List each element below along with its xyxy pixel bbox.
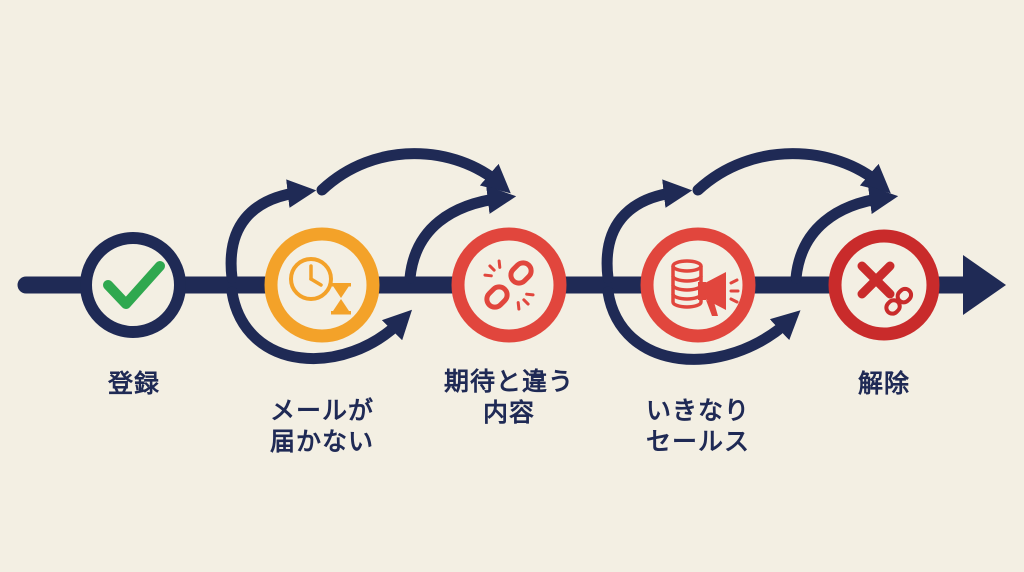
step-register [80,232,186,338]
step-unsubscribe [828,229,940,341]
step-sudden-sales [640,227,756,343]
loop-arrow-inner-2 [790,185,899,284]
timeline-arrowhead-icon [963,255,1006,315]
check-icon [103,261,165,309]
loop-arrow-lower [226,286,413,364]
label-step-4: いきなり セールス [645,396,751,456]
loop-arrow-upper-left-2 [601,179,693,284]
label-step-3: 期待と違う 内容 [443,367,575,427]
loop-arrow-inner [404,185,517,284]
label-step-2: メールが 届かない [269,396,375,456]
money-megaphone-icon [671,259,740,316]
label-step-5: 解除 [857,369,911,398]
loop-arrow-top-2 [692,148,891,196]
broken-link-icon [483,259,535,311]
step-unexpected-content [451,227,567,343]
loop-arrow-lower-2 [602,286,801,365]
label-step-1: 登録 [107,369,161,398]
loop-arrow-upper-left [225,179,317,284]
step-email-not-arriving [264,227,380,343]
loop-arrow-top [316,148,511,196]
clock-hourglass-icon [289,257,351,315]
cancel-unlink-icon [857,261,914,316]
